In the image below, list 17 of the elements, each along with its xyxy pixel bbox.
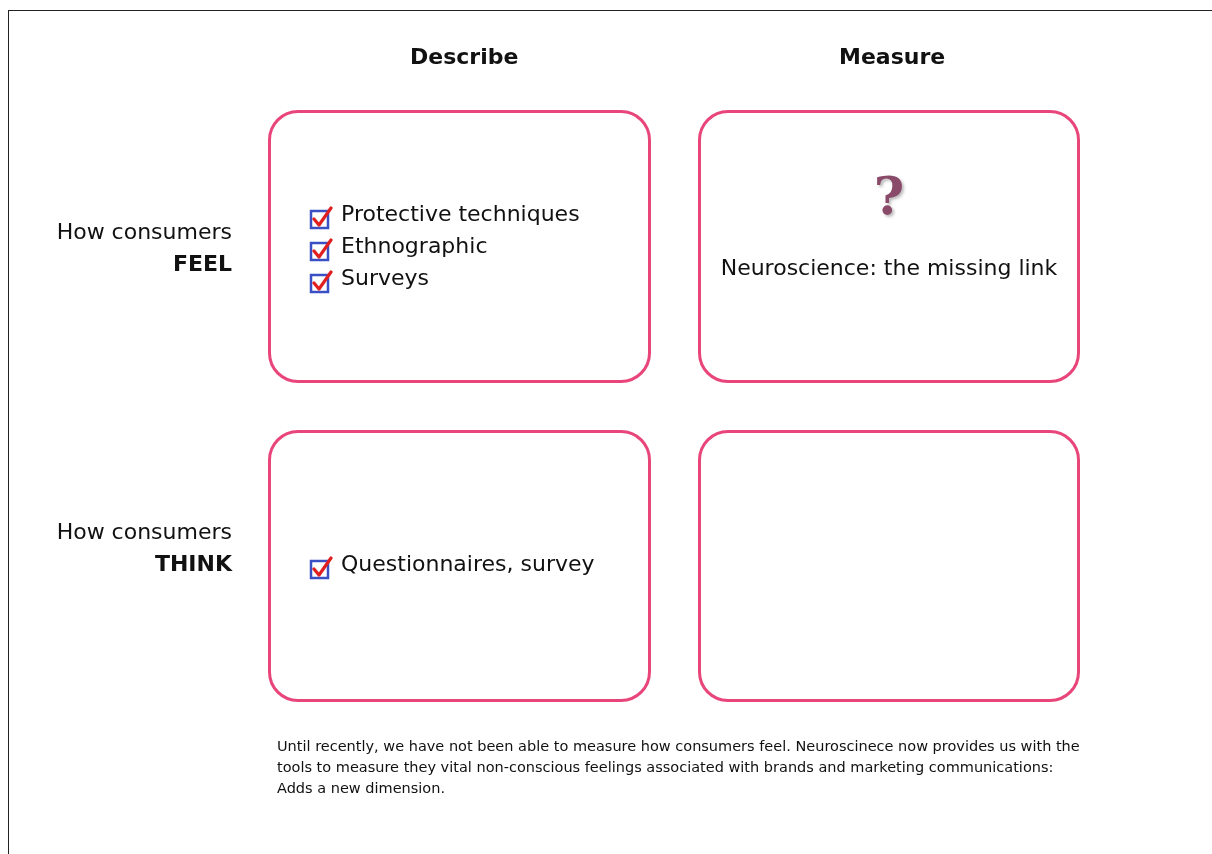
row-heading: FEEL — [172, 251, 232, 276]
item-text: Surveys — [341, 265, 429, 292]
rounded-box — [698, 430, 1080, 702]
caption-text: Until recently, we have not been able to measure how consumers feel. Neuroscinece now provides us with the tools to measure they vital non-conscious feelings associated with brands and marketing communications: Adds a new dimension. — [277, 737, 1081, 799]
column-heading: Measure — [839, 44, 946, 69]
rounded-box — [268, 110, 651, 383]
item-text: Neuroscience: the missing link — [719, 255, 1059, 282]
row-heading: THINK — [154, 551, 232, 576]
question-mark: ? — [872, 165, 906, 228]
rounded-box — [268, 430, 651, 702]
item-text: Ethnographic — [341, 233, 488, 260]
item-text: Protective techniques — [341, 201, 580, 228]
row-heading: How consumers — [56, 219, 232, 244]
item-text: Questionnaires, survey — [341, 551, 595, 578]
column-heading: Describe — [410, 44, 519, 69]
rounded-box — [698, 110, 1080, 383]
row-heading: How consumers — [56, 519, 232, 544]
